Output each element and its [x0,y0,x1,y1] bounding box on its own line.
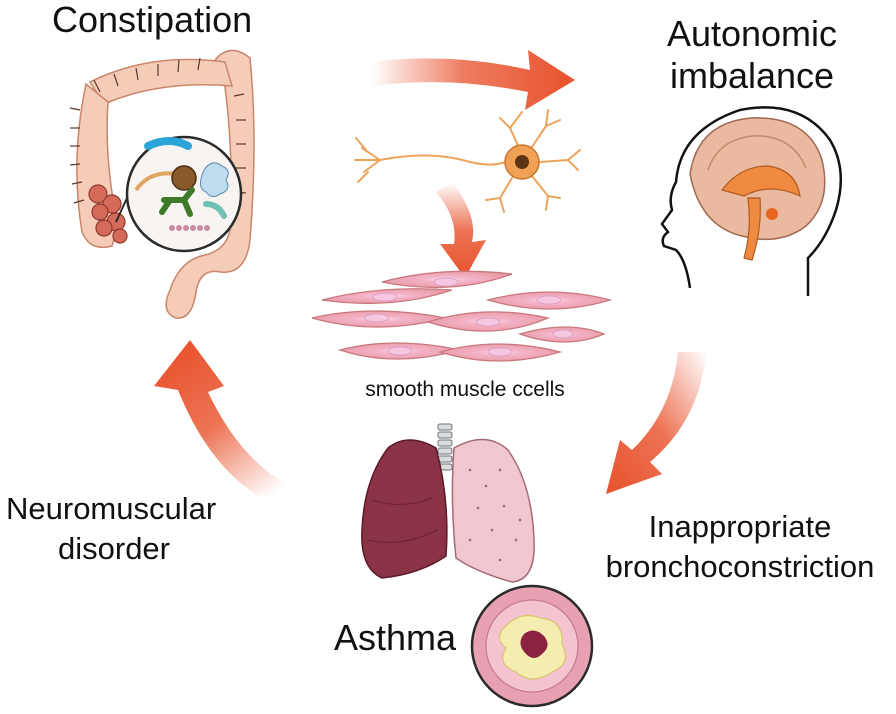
label-asthma: Asthma [334,617,457,658]
head-brain-icon [660,106,842,296]
arrow-constipation-to-autonomic [372,50,575,110]
label-bronchoconstriction-line2: bronchoconstriction [605,549,875,584]
label-autonomic-line1: Autonomic [666,13,838,54]
label-neuromuscular-line2: disorder [58,531,170,566]
neuron-icon [354,109,581,213]
arrow-autonomic-to-bronchoconstriction [606,352,706,494]
arrow-neuron-to-muscle [436,182,486,278]
label-autonomic-line2: imbalance [669,55,835,96]
label-smooth-muscle-cells: smooth muscle ccells [365,378,565,401]
label-neuromuscular-line1: Neuromuscular [6,491,217,526]
airway-cross-section-icon [470,584,594,708]
muscle-cells-icon [311,270,613,362]
label-constipation: Constipation [52,0,253,40]
lungs-icon [361,423,535,583]
label-inappropriate-line1: Inappropriate [648,509,832,544]
arrow-disorder-to-constipation [154,340,290,502]
microbiome-icon [115,135,243,253]
